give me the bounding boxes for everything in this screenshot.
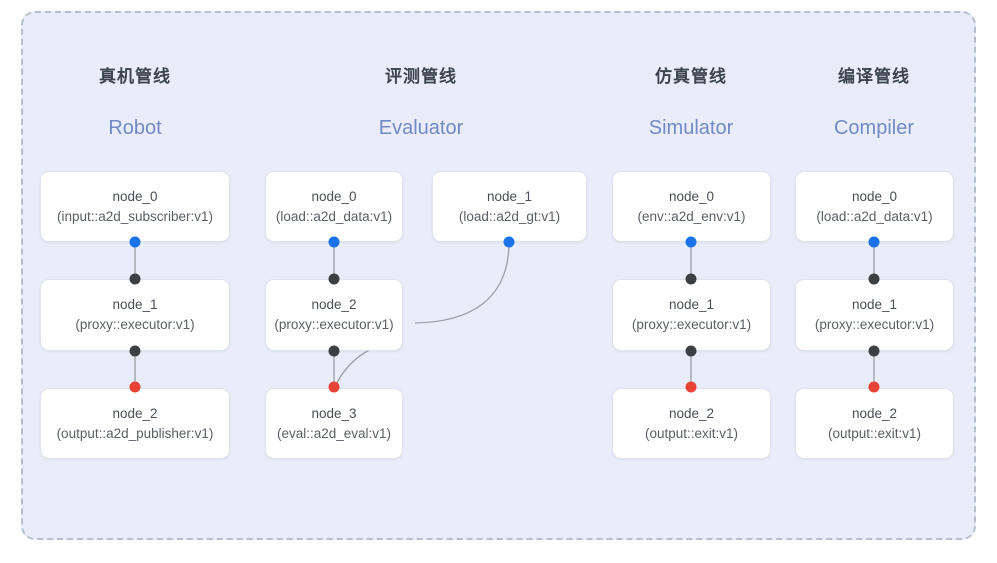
node-label-name: node_2 (851, 405, 898, 421)
port-output-evaluator-2[interactable] (328, 345, 340, 357)
port-input-simulator-2[interactable] (685, 381, 697, 393)
port-input-robot-1[interactable] (129, 273, 141, 285)
port-output-simulator-0[interactable] (685, 236, 697, 248)
port-input-evaluator-2[interactable] (328, 273, 340, 285)
node-robot-1[interactable]: node_1 (proxy::executor:v1) (40, 279, 230, 351)
node-label-name: node_0 (668, 188, 715, 204)
node-label-type: (load::a2d_data:v1) (816, 208, 933, 224)
node-label-name: node_1 (851, 297, 898, 313)
node-evaluator-0[interactable]: node_0 (load::a2d_data:v1) (265, 171, 403, 242)
node-label-name: node_0 (851, 188, 898, 204)
node-label-type: (input::a2d_subscriber:v1) (56, 208, 214, 224)
node-label-type: (proxy::executor:v1) (75, 317, 195, 332)
column-title-robot: 真机管线 (99, 67, 171, 86)
port-input-robot-2[interactable] (129, 381, 141, 393)
column-subtitle-evaluator: Evaluator (378, 117, 464, 139)
node-label-type: (env::a2d_env:v1) (637, 208, 746, 224)
port-output-simulator-1[interactable] (685, 345, 697, 357)
column-subtitle-compiler: Compiler (833, 117, 915, 139)
node-robot-2[interactable]: node_2 (output::a2d_publisher:v1) (40, 388, 230, 459)
column-title-compiler: 编译管线 (838, 67, 910, 86)
node-label-name: node_0 (112, 188, 158, 204)
node-label-type: (load::a2d_data:v1) (275, 208, 393, 224)
port-output-compiler-1[interactable] (868, 345, 880, 357)
node-compiler-1[interactable]: node_1 (proxy::executor:v1) (795, 279, 954, 351)
node-evaluator-3[interactable]: node_3 (eval::a2d_eval:v1) (265, 388, 403, 459)
port-output-robot-1[interactable] (129, 345, 141, 357)
node-label-type: (eval::a2d_eval:v1) (276, 425, 392, 441)
port-input-simulator-1[interactable] (685, 273, 697, 285)
node-simulator-2[interactable]: node_2 (output::exit:v1) (612, 388, 771, 459)
node-label-type: (output::exit:v1) (644, 425, 739, 441)
node-label-type: (proxy::executor:v1) (274, 317, 394, 332)
port-output-evaluator-0[interactable] (328, 236, 340, 248)
node-label-name: node_1 (486, 188, 533, 204)
node-evaluator-1[interactable]: node_1 (load::a2d_gt:v1) (432, 171, 587, 242)
node-evaluator-2[interactable]: node_2 (proxy::executor:v1) (265, 279, 403, 351)
node-label-name: node_2 (311, 297, 357, 313)
column-title-evaluator: 评测管线 (385, 67, 457, 86)
node-label-name: node_0 (311, 188, 357, 204)
node-label-type: (load::a2d_gt:v1) (458, 208, 561, 224)
node-label-type: (proxy::executor:v1) (631, 317, 752, 332)
node-simulator-0[interactable]: node_0 (env::a2d_env:v1) (612, 171, 771, 242)
node-label-name: node_1 (112, 297, 158, 313)
column-header-compiler: 编译管线 Compiler (774, 62, 974, 140)
port-input-compiler-1[interactable] (868, 273, 880, 285)
column-header-simulator: 仿真管线 Simulator (591, 62, 791, 140)
node-label-type: (proxy::executor:v1) (814, 317, 935, 332)
port-output-evaluator-1[interactable] (503, 236, 515, 248)
node-label-name: node_2 (668, 405, 715, 421)
node-compiler-2[interactable]: node_2 (output::exit:v1) (795, 388, 954, 459)
node-simulator-1[interactable]: node_1 (proxy::executor:v1) (612, 279, 771, 351)
node-label-name: node_2 (112, 405, 158, 421)
column-header-evaluator: 评测管线 Evaluator (321, 62, 521, 140)
node-robot-0[interactable]: node_0 (input::a2d_subscriber:v1) (40, 171, 230, 242)
column-subtitle-simulator: Simulator (648, 117, 734, 139)
node-label-name: node_1 (668, 297, 715, 313)
column-header-robot: 真机管线 Robot (35, 62, 235, 140)
port-input-compiler-2[interactable] (868, 381, 880, 393)
column-subtitle-robot: Robot (108, 117, 162, 139)
port-output-robot-0[interactable] (129, 236, 141, 248)
column-title-simulator: 仿真管线 (655, 67, 727, 86)
node-compiler-0[interactable]: node_0 (load::a2d_data:v1) (795, 171, 954, 242)
node-label-type: (output::a2d_publisher:v1) (56, 425, 214, 441)
node-label-type: (output::exit:v1) (827, 425, 922, 441)
port-input-evaluator-3[interactable] (328, 381, 340, 393)
port-output-compiler-0[interactable] (868, 236, 880, 248)
node-label-name: node_3 (311, 405, 357, 421)
